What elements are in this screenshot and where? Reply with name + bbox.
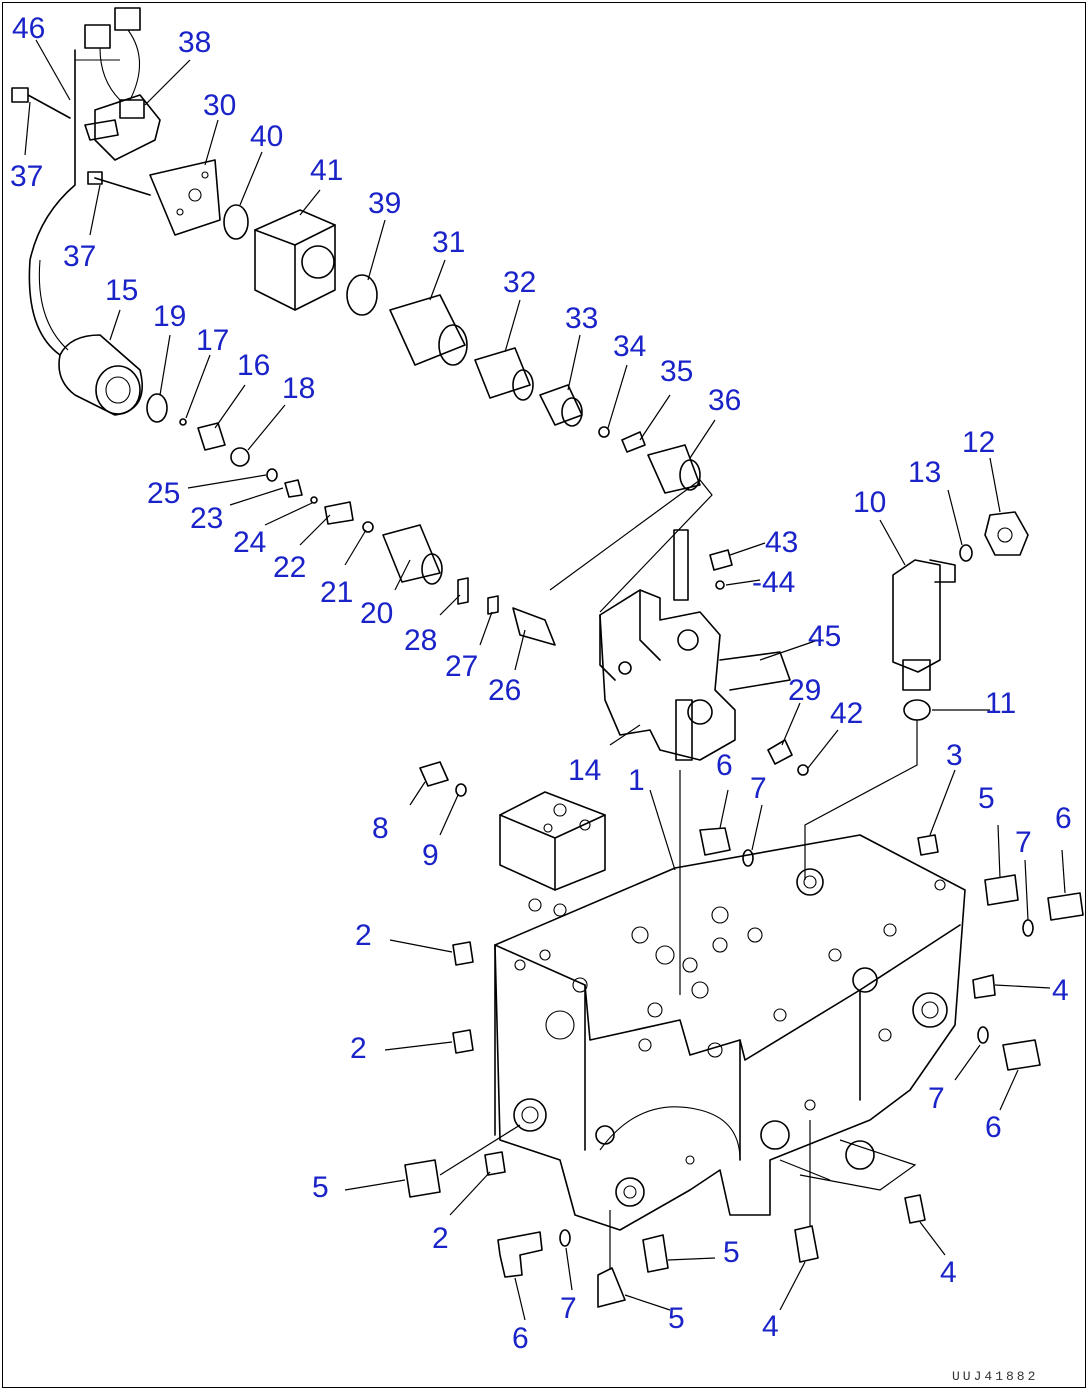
callout-27: 27 [445,650,478,683]
callout-23: 23 [190,502,223,535]
callout-6: 6 [512,1322,529,1355]
callout-34: 34 [613,330,646,363]
main-valve-body [494,770,966,1231]
callout-13: 13 [908,456,941,489]
connector-bracket [11,7,221,236]
callout-8: 8 [372,812,389,845]
callout-12: 12 [962,426,995,459]
document-id: UUJ41882 [952,1369,1038,1384]
callout-5: 5 [668,1302,685,1335]
callout-45: 45 [808,620,841,653]
callout-4: 4 [1052,974,1069,1007]
callout-7: 7 [560,1292,577,1325]
callout-21: 21 [320,576,353,609]
callout-20: 20 [360,597,393,630]
callout-37: 37 [10,160,43,193]
callout-26: 26 [488,674,521,707]
callout-22: 22 [273,551,306,584]
callout-4: 4 [762,1310,779,1343]
callout-5: 5 [312,1171,329,1204]
callout-6: 6 [985,1111,1002,1144]
valve-sub-body [599,589,791,761]
callout-5: 5 [978,782,995,815]
callout-24: 24 [233,526,266,559]
callout-42: 42 [830,697,863,730]
callout-7: 7 [750,772,767,805]
callout-44: -44 [752,566,795,599]
sensor-parts [892,511,1029,721]
callout-9: 9 [422,839,439,872]
solenoid-part [28,49,144,416]
callout-31: 31 [432,226,465,259]
callout-35: 35 [660,355,693,388]
callout-38: 38 [178,26,211,59]
callout-7: 7 [1015,826,1032,859]
callout-39: 39 [368,187,401,220]
callout-33: 33 [565,302,598,335]
callout-2: 2 [350,1032,367,1065]
callout-30: 30 [203,89,236,122]
callout-25: 25 [147,477,180,510]
callout-15: 15 [105,274,138,307]
callout-16: 16 [237,349,270,382]
callout-14: 14 [568,754,601,787]
callout-36: 36 [708,384,741,417]
callout-6: 6 [1055,802,1072,835]
callout-11: 11 [985,687,1016,720]
callout-37: 37 [63,240,96,273]
plugs-and-fittings [404,529,1084,1308]
callout-19: 19 [153,300,186,333]
callout-29: 29 [788,674,821,707]
callout-32: 32 [503,266,536,299]
callout-17: 17 [196,324,229,357]
callout-40: 40 [250,120,283,153]
leader-lines [24,39,1066,1321]
callout-2: 2 [355,919,372,952]
callout-labels: 1 2 2 2 3 4 4 4 5 5 5 5 6 6 6 6 7 7 7 7 … [10,12,1072,1355]
callout-28: 28 [404,624,437,657]
callout-6: 6 [716,749,733,782]
pilot-valve [419,761,606,891]
block-part [254,209,336,311]
callout-46: 46 [12,12,45,45]
callout-1: 1 [628,764,645,797]
callout-3: 3 [946,739,963,772]
callout-10: 10 [853,486,886,519]
callout-41: 41 [310,154,343,187]
callout-2: 2 [432,1222,449,1255]
callout-43: 43 [765,526,798,559]
callout-7: 7 [928,1082,945,1115]
callout-4: 4 [940,1256,957,1289]
spool-parts [146,204,701,646]
callout-5: 5 [723,1236,740,1269]
callout-18: 18 [282,372,315,405]
